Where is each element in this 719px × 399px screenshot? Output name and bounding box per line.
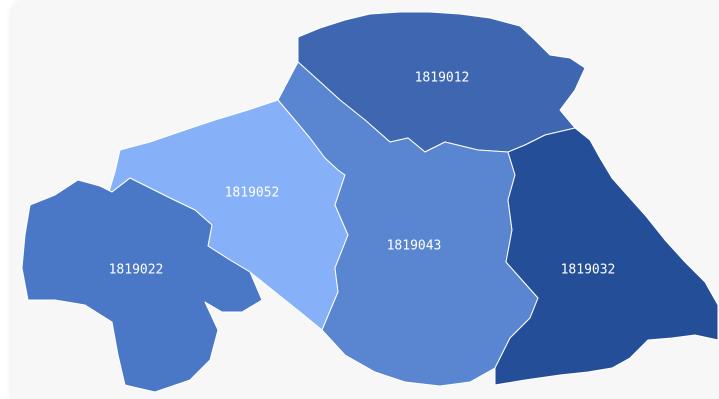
region-1819022[interactable] [21, 177, 263, 393]
region-label-1819012: 1819012 [415, 71, 470, 86]
region-label-1819043: 1819043 [387, 239, 442, 254]
region-label-1819032: 1819032 [561, 263, 616, 278]
region-1819032[interactable] [494, 127, 719, 386]
region-label-1819022: 1819022 [109, 263, 164, 278]
region-label-1819052: 1819052 [225, 186, 280, 201]
